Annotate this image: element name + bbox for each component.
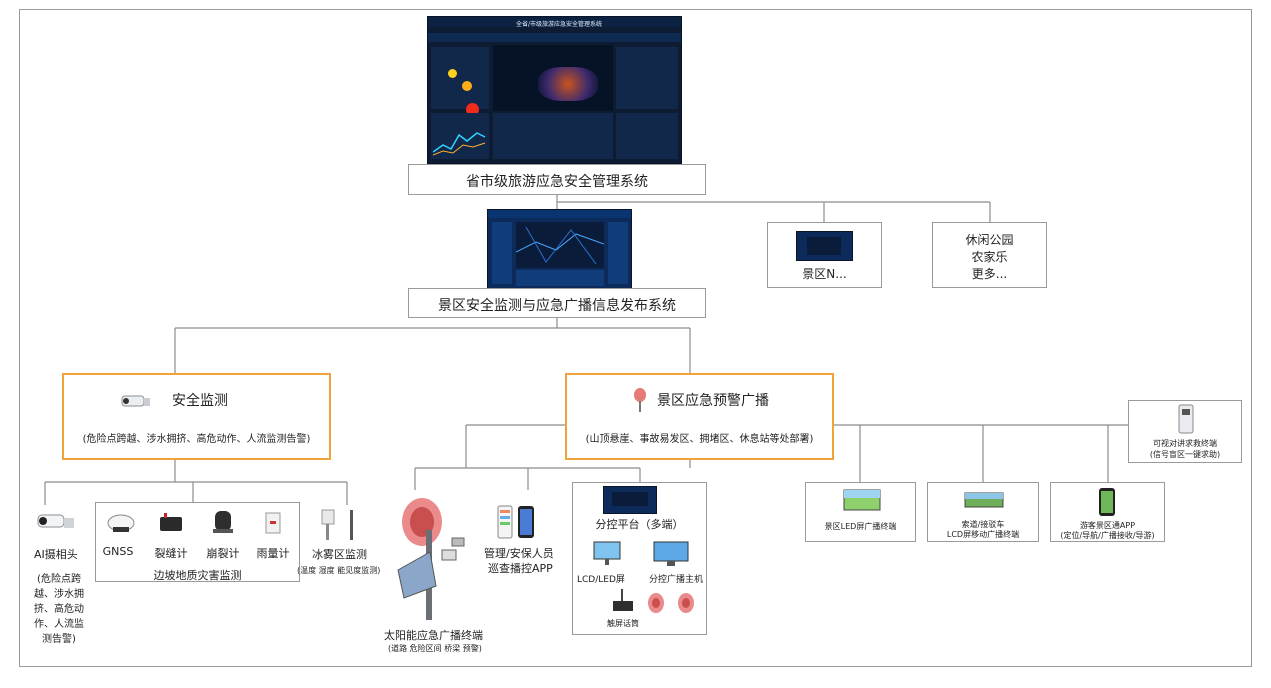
lcd-screen-icon [593,541,621,571]
app-label-1: 管理/安保人员 [484,547,554,560]
solar-terminal-icon [390,490,470,626]
speaker-icon [629,387,651,417]
crack-meter-icon [158,511,184,539]
patrol-app-phone-icon [496,504,540,544]
platform-title: 分控平台（多端） [595,518,684,531]
ice-fog-desc: (温度 湿度 能见度监测) [297,566,381,575]
other-venues-box: 休闲公园 农家乐 更多... [932,222,1047,288]
scenic-n-box: 景区N... [767,222,882,288]
intercom-icon [1177,404,1195,438]
host-label: 分控广播主机 [649,575,704,585]
platform-screenshot [603,486,657,514]
ai-desc-5: 测告警) [42,634,76,645]
led-screen-icon [843,489,881,515]
dashboard-title: 全省/市级旅游应急安全管理系统 [516,21,603,28]
gnss-icon [106,511,136,539]
speaker-right-icon [675,591,697,621]
mic-label: 触屏话筒 [607,619,639,628]
scenic-system-box: 景区安全监测与应急广播信息发布系统 [408,288,706,318]
branch-platform-box: 分控平台（多端） LCD/LED屏 分控广播主机 触屏话筒 [572,482,707,635]
collapse-meter-icon [212,509,234,539]
cablecar-terminal-box: 索道/接驳车 LCD屏移动广播终端 [927,482,1039,542]
broadcast-title: 景区应急预警广播 [657,393,769,409]
ai-desc-2: 越、涉水拥 [34,589,84,600]
broadcast-box: 景区应急预警广播 (山顶悬崖、事故易发区、拥堵区、休息站等处部署) [565,373,834,460]
geo-item-gnss: GNSS [102,545,134,558]
ai-desc-4: 作、人流监 [34,619,84,630]
solar-terminal-label: 太阳能应急广播终端 [384,629,483,642]
ai-desc-3: 挤、高危动 [34,604,84,615]
geo-caption: 边坡地质灾害监测 [153,569,242,582]
lcd-label: LCD/LED屏 [577,575,625,585]
ai-desc-1: (危险点跨 [37,574,81,585]
intercom-terminal-box: 可视对讲求救终端 (信号盲区一键求助) [1128,400,1242,463]
geo-item-collapse: 崩裂计 [206,547,240,560]
geo-hazard-box: GNSS 裂缝计 崩裂计 雨量计 边坡地质灾害监测 [95,502,300,582]
ai-camera-label: AI摄相头 [34,548,78,561]
venue-line-1: 休闲公园 [965,233,1014,247]
venue-line-2: 农家乐 [971,250,1008,264]
camera-icon [120,392,152,414]
ai-camera-icon [36,510,76,538]
host-computer-icon [653,541,689,571]
geo-item-rain: 雨量计 [256,547,290,560]
scenic-monitor-screenshot [487,209,632,291]
app-label-2: 巡查播控APP [488,562,553,575]
safety-monitoring-box: 安全监测 (危险点跨越、涉水拥挤、高危动作、人流监测告警) [62,373,331,460]
touch-mic-icon [611,587,635,617]
visitor-app-box: 游客景区通APP (定位/导航/广播接收/导游) [1050,482,1165,542]
led-terminal-box: 景区LED屏广播终端 [805,482,916,542]
intercom-label-2: (信号盲区一键求助) [1149,450,1221,459]
visitor-phone-icon [1097,487,1119,521]
rain-gauge-icon [264,511,282,539]
solar-terminal-desc: (道路 危险区间 桥梁 预警) [388,644,482,653]
safety-monitoring-title: 安全监测 [172,393,228,409]
ice-fog-label: 冰雾区监测 [312,548,367,561]
speaker-left-icon [645,591,667,621]
broadcast-subtitle: (山顶悬崖、事故易发区、拥堵区、休息站等处部署) [585,434,814,445]
intercom-label-1: 可视对讲求救终端 [1153,439,1217,448]
diagram-frame [19,9,1252,667]
provincial-system-title: 省市级旅游应急安全管理系统 [466,174,648,190]
led-terminal-label: 景区LED屏广播终端 [824,522,897,531]
provincial-system-box: 省市级旅游应急安全管理系统 [408,164,706,195]
scenic-system-title: 景区安全监测与应急广播信息发布系统 [438,298,676,314]
mobile-lcd-icon [964,489,1004,515]
cablecar-label-2: LCD屏移动广播终端 [946,530,1020,539]
visitor-app-label-1: 游客景区通APP [1079,521,1136,530]
scenic-n-screenshot [796,231,853,261]
visitor-app-label-2: (定位/导航/广播接收/导游) [1060,531,1155,540]
scenic-n-label: 景区N... [802,267,847,281]
safety-monitoring-subtitle: (危险点跨越、涉水拥挤、高危动作、人流监测告警) [82,434,311,445]
geo-item-crack: 裂缝计 [154,547,188,560]
venue-line-3: 更多... [971,267,1008,281]
cablecar-label-1: 索道/接驳车 [961,520,1005,529]
weather-station-icon [316,506,362,546]
provincial-dashboard-screenshot: 全省/市级旅游应急安全管理系统 [427,16,682,164]
